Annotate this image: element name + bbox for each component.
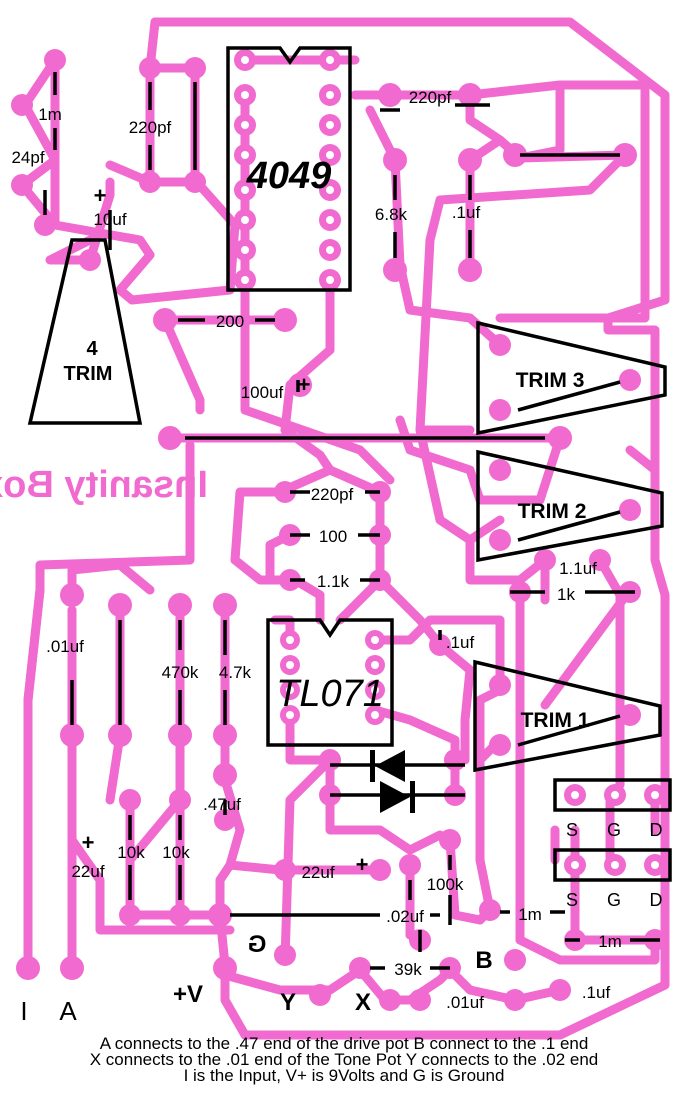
wiring-notes: A connects to the .47 end of the drive p… <box>0 1034 688 1085</box>
diode2-icon <box>380 781 410 813</box>
conn-v-plus: +V <box>173 981 203 1008</box>
trim4-outline <box>27 238 143 425</box>
label-r-1-1k: 1.1k <box>317 572 350 591</box>
board-title-text: Insanity Box <box>0 464 208 506</box>
label-c-0-1uf-bottom: .1uf <box>582 983 611 1002</box>
trim1-label: TRIM 1 <box>521 709 590 732</box>
label-r-100k: 100k <box>427 875 464 894</box>
conn-i: I <box>20 996 27 1026</box>
label-c-100uf: 100uf <box>241 383 284 402</box>
transistor1-outline <box>553 778 672 812</box>
conn-y: Y <box>280 989 296 1016</box>
chip-tl071-label: TL071 <box>276 673 384 715</box>
label-r-1k: 1k <box>557 585 575 604</box>
trim3-outline <box>476 320 667 436</box>
label-c-220pf-mid: 220pf <box>311 485 354 504</box>
label-c-0-1uf-mid: .1uf <box>446 633 475 652</box>
label-r-6-8k: 6.8k <box>375 205 408 224</box>
board-title: Insanity Box <box>0 464 208 506</box>
label-c-220pf-top: 220pf <box>409 88 452 107</box>
note-line-2: X connects to the .01 end of the Tone Po… <box>89 1050 599 1069</box>
pad-holes <box>241 56 659 869</box>
silkscreen <box>27 46 672 970</box>
plus-22uf-mid: + <box>356 852 369 877</box>
transistor2-outline <box>553 848 672 882</box>
label-c-0-1uf-top: .1uf <box>452 203 481 222</box>
label-r-39k: 39k <box>394 960 422 979</box>
label-c-220pf-left: 220pf <box>129 118 172 137</box>
label-r-1m-top: 1m <box>38 105 62 124</box>
trim4-label: TRIM <box>64 363 113 385</box>
diodes <box>370 750 415 813</box>
label-c-0-01uf-bottom: .01uf <box>446 993 484 1012</box>
plus-10uf: + <box>94 183 107 208</box>
label-r-470k: 470k <box>162 663 199 682</box>
trim2-outline <box>476 449 664 563</box>
label-c-22uf-left: 22uf <box>71 862 104 881</box>
label-c-1-1uf: 1.1uf <box>559 559 597 578</box>
conn-a: A <box>59 996 77 1026</box>
trim1-outline <box>473 659 662 773</box>
ic-tl071-outline <box>266 618 394 747</box>
label-c-10uf: 10uf <box>93 210 126 229</box>
label-r-10k-b: 10k <box>162 843 190 862</box>
connection-labels: I A +V Y X B G <box>20 931 492 1026</box>
label-c-0-01uf-left: .01uf <box>46 637 84 656</box>
t1-gate: G <box>607 820 621 840</box>
trim3-label: TRIM 3 <box>516 369 585 392</box>
t2-source: S <box>566 890 578 910</box>
t1-source: S <box>566 820 578 840</box>
label-r-4-7k: 4.7k <box>219 663 252 682</box>
label-r-10k-a: 10k <box>117 843 145 862</box>
t1-drain: D <box>650 820 663 840</box>
label-c-24pf: 24pf <box>11 148 44 167</box>
note-line-3: I is the Input, V+ is 9Volts and G is Gr… <box>183 1066 505 1085</box>
t2-drain: D <box>650 890 663 910</box>
plus-22uf-left: + <box>82 830 95 855</box>
trim4-number: 4 <box>86 338 98 360</box>
t2-gate: G <box>607 890 621 910</box>
label-r-1m-a: 1m <box>518 905 542 924</box>
component-labels: 1m 24pf 220pf 10uf 220pf 6.8k .1uf 200 1… <box>11 88 621 1012</box>
conn-b: B <box>475 947 492 974</box>
conn-g-mirrored: G <box>248 931 267 958</box>
label-c-0-02uf: .02uf <box>386 907 424 926</box>
label-r-1m-b: 1m <box>598 932 622 951</box>
polarity-marks: + + + + <box>82 183 369 877</box>
ic-4049-outline <box>226 46 352 292</box>
note-line-1: A connects to the .47 end of the drive p… <box>99 1034 589 1053</box>
label-c-22uf-mid: 22uf <box>301 863 334 882</box>
chip-4049-label: 4049 <box>246 155 332 197</box>
transistor-pin-labels: S G D S G D <box>566 820 663 910</box>
plus-100uf: + <box>298 372 311 397</box>
trim2-label: TRIM 2 <box>518 500 587 523</box>
diode1-icon <box>375 750 405 782</box>
label-r-100: 100 <box>319 527 347 546</box>
label-c-0-47uf: .47uf <box>203 795 241 814</box>
conn-x: X <box>355 989 371 1016</box>
label-r-200: 200 <box>216 312 244 331</box>
